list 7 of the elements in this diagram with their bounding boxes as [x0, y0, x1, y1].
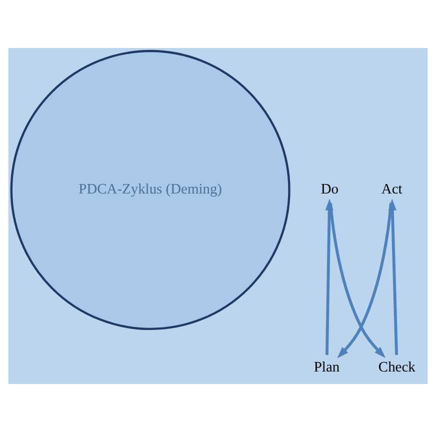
arrow [329, 202, 386, 358]
node-text: Plan [314, 359, 340, 376]
node-text: Do [320, 181, 338, 198]
node-circle: PDCA-Zyklus (Deming) [10, 49, 290, 330]
node-text: Act [381, 181, 402, 198]
arrow [337, 202, 392, 358]
node-text: Check [378, 359, 416, 376]
